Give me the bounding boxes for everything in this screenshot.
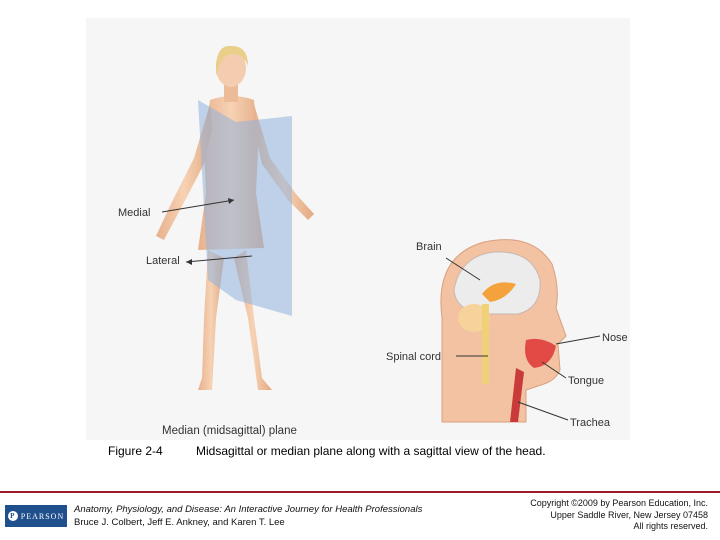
book-citation: Anatomy, Physiology, and Disease: An Int… [74, 503, 494, 529]
footer-divider [0, 491, 720, 493]
figure-illustration: Medial Lateral Median (midsagittal) plan… [86, 18, 630, 440]
anatomy-diagram: Medial Lateral Median (midsagittal) plan… [86, 18, 630, 440]
nose-label: Nose [602, 332, 628, 344]
caption-text: Midsagittal or median plane along with a… [196, 444, 546, 458]
copyright-line: All rights reserved. [468, 521, 708, 533]
medial-label: Medial [118, 207, 150, 219]
pearson-p-icon: P [8, 511, 18, 521]
copyright-line: Copyright ©2009 by Pearson Education, In… [468, 498, 708, 510]
book-authors: Bruce J. Colbert, Jeff E. Ankney, and Ka… [74, 516, 494, 529]
spinal-cord-label: Spinal cord [386, 351, 441, 363]
copyright-notice: Copyright ©2009 by Pearson Education, In… [468, 498, 708, 533]
copyright-line: Upper Saddle River, New Jersey 07458 [468, 510, 708, 522]
trachea-label: Trachea [570, 417, 611, 429]
median-plane-label: Median (midsagittal) plane [162, 425, 297, 437]
pearson-logo: P PEARSON [5, 505, 67, 527]
brain-label: Brain [416, 241, 442, 253]
lateral-label: Lateral [146, 255, 180, 267]
book-title: Anatomy, Physiology, and Disease: An Int… [74, 503, 494, 516]
tongue-label: Tongue [568, 375, 604, 387]
publisher-name: PEARSON [21, 512, 64, 521]
figure-number: Figure 2-4 [108, 444, 163, 458]
figure-caption: Figure 2-4 Midsagittal or median plane a… [108, 444, 708, 462]
